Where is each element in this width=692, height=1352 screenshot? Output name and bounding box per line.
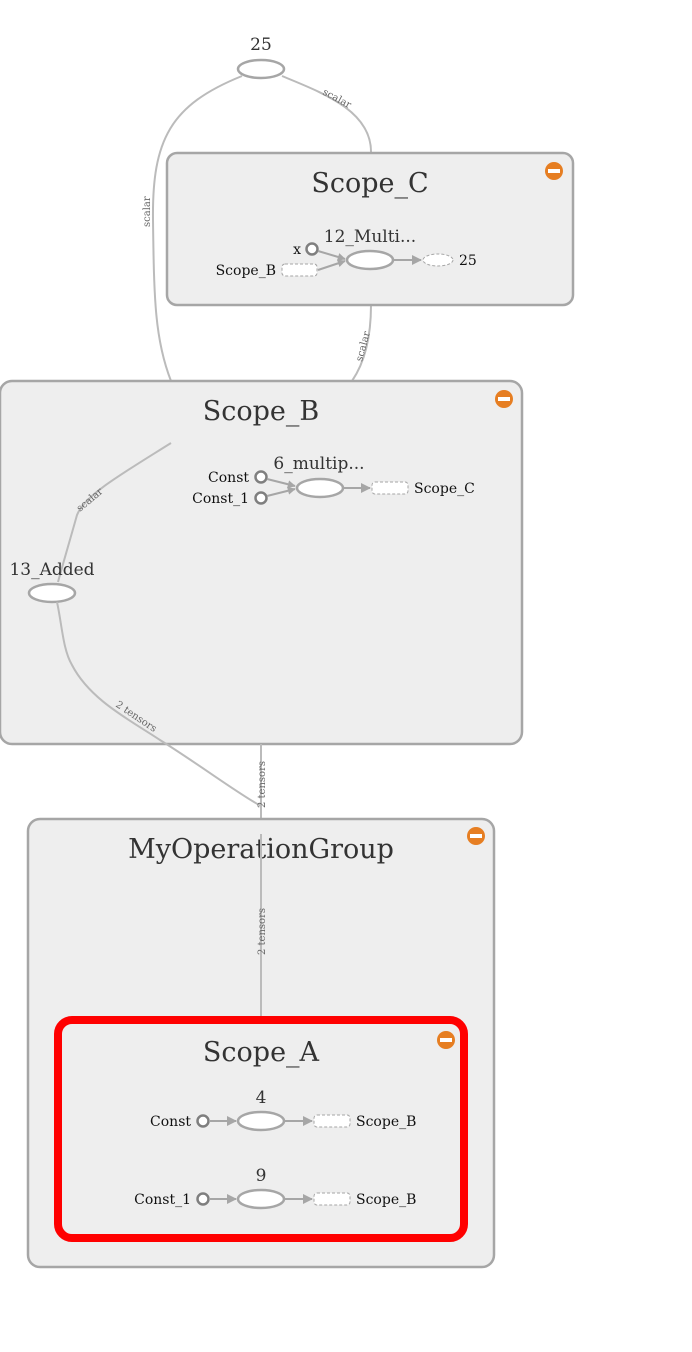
scope-c-input-x-node[interactable]	[305, 242, 319, 256]
scope-a-op-4-label: 4	[256, 1088, 267, 1108]
edge-label-scope-b-to-group: 2 tensors	[257, 761, 268, 808]
scope-c-op-node[interactable]	[345, 249, 395, 271]
scope-a-group[interactable]: Scope_A 4 Const Scope_B 9 Const_1 Scope_…	[54, 1016, 468, 1242]
scope-c-title: Scope_C	[311, 168, 428, 199]
scope-c-edge-x	[317, 250, 346, 261]
scope-c-group[interactable]: Scope_C 12_Multi... x Scope_B 25	[165, 151, 575, 307]
scope-b-input-const1-label: Const_1	[192, 491, 249, 507]
scope-c-output-node[interactable]	[422, 253, 454, 267]
scope-a-output-1-node[interactable]	[313, 1114, 351, 1128]
scope-a-input-const1-node[interactable]	[196, 1192, 210, 1206]
scope-a-output-2-node[interactable]	[313, 1192, 351, 1206]
scope-a-input-const-label: Const	[150, 1114, 191, 1130]
scope-a-op-4-node[interactable]	[236, 1110, 286, 1132]
scope-b-title: Scope_B	[203, 396, 319, 427]
edge-label-top-to-scope-b: scalar	[142, 196, 153, 227]
scope-a-output-2-label: Scope_B	[356, 1192, 416, 1208]
scope-b-input-const1-node[interactable]	[254, 491, 268, 505]
edge-label-scope-c-to-scope-b: scalar	[354, 330, 373, 363]
minus-circle-icon[interactable]	[545, 162, 563, 180]
scope-b-output-label: Scope_C	[414, 481, 475, 497]
scope-b-inner-edge	[57, 442, 172, 583]
group-inner-edge-label: 2 tensors	[257, 908, 268, 955]
scope-a-input-const-node[interactable]	[196, 1114, 210, 1128]
scope-a-op-9-label: 9	[256, 1166, 267, 1186]
scope-a-op-9-node[interactable]	[236, 1188, 286, 1210]
scope-a-highlight	[54, 1016, 468, 1242]
minus-circle-icon[interactable]	[467, 827, 485, 845]
added-node[interactable]	[27, 582, 77, 604]
scope-a-output-1-label: Scope_B	[356, 1114, 416, 1130]
scope-b-output-node[interactable]	[371, 481, 409, 495]
top-node[interactable]: 25	[236, 35, 286, 80]
scope-c-input-scope-b-label: Scope_B	[216, 263, 276, 279]
my-operation-group[interactable]: MyOperationGroup 2 tensors Scope_A 4 Con…	[26, 817, 496, 1269]
edge-top-to-scope-c	[281, 75, 373, 154]
edge-top-to-scope-b	[151, 75, 243, 382]
scope-b-op-node[interactable]	[295, 477, 345, 499]
scope-c-output-label: 25	[459, 253, 477, 269]
edge-scope-c-to-scope-b	[351, 304, 372, 382]
scope-a-input-const1-label: Const_1	[134, 1192, 191, 1208]
edge-label-top-to-scope-c: scalar	[321, 87, 353, 111]
scope-c-input-x-label: x	[293, 242, 301, 258]
edge-added-to-group	[56, 601, 262, 807]
minus-circle-icon[interactable]	[437, 1031, 455, 1049]
scope-b-edge-const1	[266, 486, 296, 497]
scope-b-edge-const	[266, 478, 296, 489]
scope-a-title: Scope_A	[203, 1037, 320, 1068]
added-node-label: 13_Added	[9, 560, 94, 580]
scope-c-input-scope-b-node[interactable]	[281, 263, 318, 277]
scope-b-op-label: 6_multip...	[273, 454, 364, 474]
scope-b-group[interactable]: Scope_B scalar 13_Added 6_multip... Cons…	[0, 379, 524, 746]
scope-c-box[interactable]	[165, 151, 575, 307]
top-node-label: 25	[250, 35, 272, 55]
minus-circle-icon[interactable]	[495, 390, 513, 408]
scope-c-op-label: 12_Multi...	[324, 227, 416, 247]
scope-b-input-const-label: Const	[208, 470, 249, 486]
scope-c-edge-scope-b	[317, 259, 346, 271]
scope-b-input-const-node[interactable]	[254, 470, 268, 484]
top-node-ellipse[interactable]	[236, 58, 286, 80]
